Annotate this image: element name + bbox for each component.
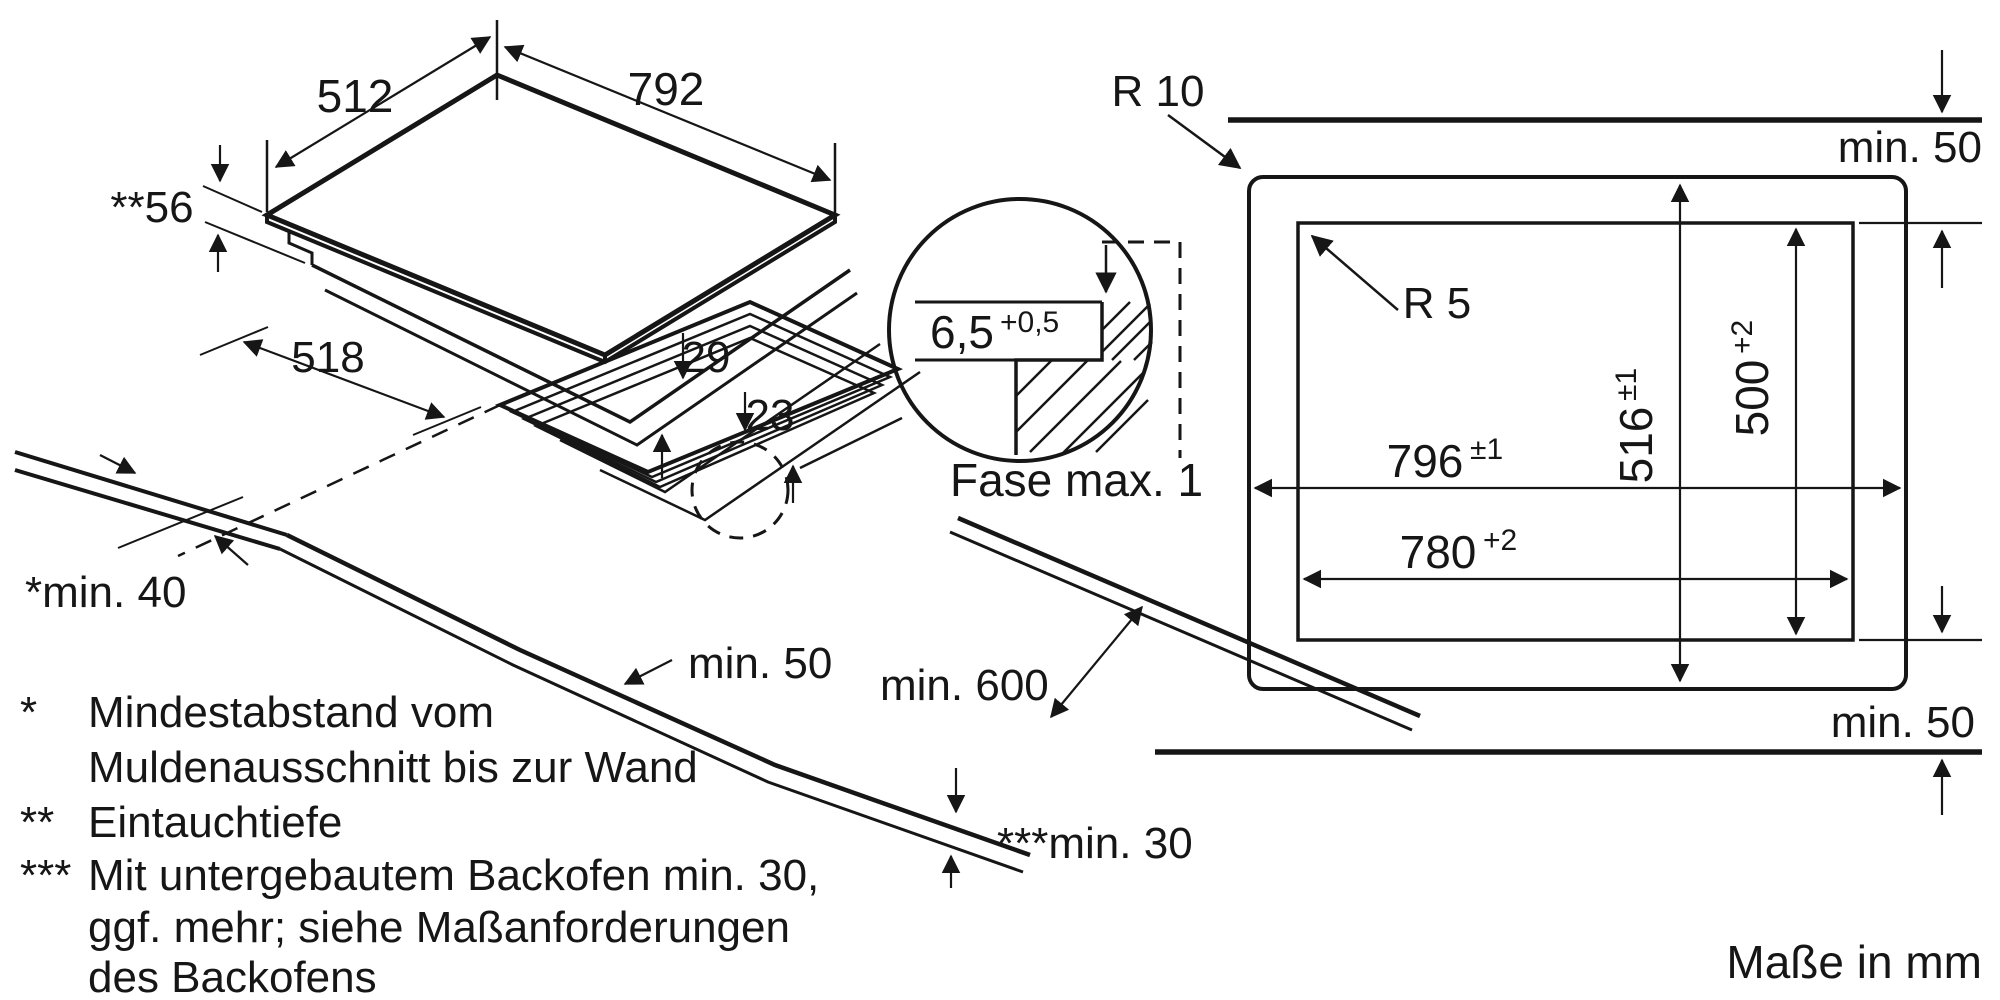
balloon-dim-tolerance: +0,5 (1000, 306, 1059, 339)
footnote-3-marker: *** (20, 851, 71, 900)
dim-500-tolerance: +2 (1726, 320, 1759, 354)
dim-516-tolerance: ±1 (1610, 368, 1643, 401)
footnote-3-text: Mit untergebautem Backofen min. 30, (88, 851, 819, 900)
dim-500: 500 +2 (1726, 227, 1806, 636)
dim-min50-top-label: min. 50 (1838, 123, 1982, 172)
dim-29-label: 29 (682, 333, 731, 382)
balloon-circle (887, 197, 1153, 463)
dim-min600: min. 600 (880, 605, 1143, 719)
balloon-hatching (1015, 301, 1153, 455)
footnote-1-text: Mindestabstand vom (88, 688, 494, 737)
plan-cutout-rect (1296, 221, 1855, 642)
footnote-3-text2: ggf. mehr; siehe Maßanforderungen (88, 903, 790, 952)
footnote-3-text3: des Backofens (88, 953, 377, 1000)
cutout-step-lines (559, 342, 921, 522)
balloon-caption: Fase max. 1 (950, 454, 1203, 506)
dim-56-label: **56 (110, 183, 193, 232)
dim-796-label: 796 (1387, 435, 1464, 487)
plan-outer-outline (1247, 175, 1908, 691)
plan-view: min. 50 min. 50 R 10 R 5 516 (1112, 50, 1982, 815)
hidden-cutout-line (177, 403, 501, 558)
label-r10-text: R 10 (1112, 67, 1205, 116)
footnote-1-marker: * (20, 688, 37, 737)
dimension-ticks (265, 20, 837, 213)
dim-min50-bottom: min. 50 (1831, 698, 1975, 815)
dim-min30: ***min. 30 (941, 768, 1193, 888)
dim-min50-left: min. 50 (623, 639, 832, 688)
label-r10: R 10 (1112, 67, 1242, 170)
dim-792-label: 792 (628, 63, 705, 115)
worktop-front-edge (279, 532, 1031, 874)
dim-516: 516 ±1 (1610, 183, 1690, 683)
dim-780: 780 +2 (1302, 524, 1849, 589)
dim-23: 23 (735, 391, 803, 503)
label-r5-text: R 5 (1403, 279, 1471, 328)
dim-796-tolerance: ±1 (1470, 433, 1503, 466)
dim-56: **56 (110, 145, 306, 272)
label-r5: R 5 (1310, 234, 1471, 328)
dim-min40: *min. 40 (25, 454, 249, 617)
footnote-2-text: Eintauchtiefe (88, 798, 342, 847)
dim-min50-bottom-label: min. 50 (1831, 698, 1975, 747)
dim-512-label: 512 (317, 70, 394, 122)
dim-23-label: 23 (746, 391, 795, 440)
dim-518-label: 518 (291, 333, 364, 382)
dim-min50-left-label: min. 50 (688, 639, 832, 688)
dim-516-label: 516 (1610, 407, 1662, 484)
dim-29: 29 (652, 333, 731, 478)
footnote-1-text2: Muldenausschnitt bis zur Wand (88, 743, 698, 792)
dim-min50-top: min. 50 (1838, 50, 1982, 172)
units-note: Maße in mm (1726, 936, 1982, 988)
worktop-right-edge (949, 515, 1421, 732)
dim-min40-label: *min. 40 (25, 568, 186, 617)
dim-792: 792 (503, 44, 832, 183)
dim-796: 796 ±1 (1253, 433, 1902, 498)
balloon-dashed-glass-edge (1102, 240, 1182, 458)
detail-balloon: 6,5 +0,5 Fase max. 1 (799, 197, 1203, 506)
dim-min30-label: ***min. 30 (997, 819, 1193, 868)
dim-min600-label: min. 600 (880, 661, 1049, 710)
dim-512: 512 (274, 36, 492, 168)
dim-780-tolerance: +2 (1483, 524, 1517, 557)
dim-500-label: 500 (1726, 360, 1778, 437)
footnotes: * Mindestabstand vom Muldenausschnitt bi… (20, 688, 819, 1000)
balloon-leader-line (799, 416, 903, 470)
dim-780-label: 780 (1400, 526, 1477, 578)
worktop-wall-edge (14, 450, 288, 551)
balloon-step-profile (915, 300, 1104, 455)
footnote-2-marker: ** (20, 798, 54, 847)
iso-view: 512 792 **56 518 29 (14, 20, 1421, 888)
detail-marker-circle (690, 440, 790, 540)
balloon-dim-label: 6,5 (930, 306, 994, 358)
dim-518: 518 (199, 326, 482, 436)
